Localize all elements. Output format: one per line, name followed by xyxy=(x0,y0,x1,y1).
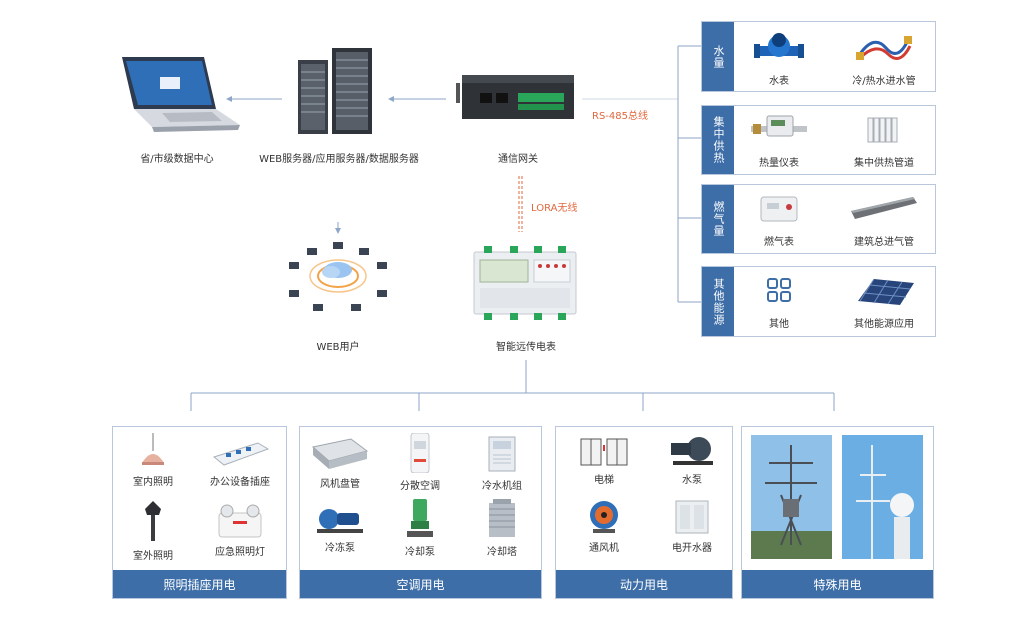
category-item: 应急照明灯 xyxy=(197,503,283,558)
smart-meter-label: 智能远传电表 xyxy=(496,342,556,353)
category-panel-power: 电梯 水泵 通风机 电开水器 动力用电 xyxy=(555,426,733,599)
category-item: 水泵 xyxy=(652,433,732,486)
servers-label: WEB服务器/应用服务器/数据服务器 xyxy=(259,154,419,165)
water-meter-icon xyxy=(754,33,804,58)
web-users-label: WEB用户 xyxy=(316,342,360,353)
resource-panel-heating: 集中供热 热量仪表 集中供热管道 xyxy=(701,105,936,175)
street-lamp-icon xyxy=(145,501,161,541)
category-item: 风机盘管 xyxy=(300,437,380,490)
category-title-power: 动力用电 xyxy=(556,570,732,598)
category-item: 室内照明 xyxy=(113,433,193,488)
laptop-icon xyxy=(112,55,242,135)
gas-meter-icon xyxy=(760,196,798,222)
split-ac-icon xyxy=(410,433,430,473)
category-item: 电梯 xyxy=(564,435,644,486)
category-title-special: 特殊用电 xyxy=(742,570,933,598)
resource-item: 集中供热管道 xyxy=(844,114,924,169)
smart-meter-icon xyxy=(470,246,580,320)
gateway-icon xyxy=(456,71,580,123)
resource-item: 建筑总进气管 xyxy=(844,193,924,248)
category-item: 分散空调 xyxy=(380,433,460,492)
resource-item: 热量仪表 xyxy=(747,114,811,169)
category-item: 室外照明 xyxy=(113,499,193,562)
rs485-link-label: RS-485总线 xyxy=(592,111,648,122)
radiator-icon xyxy=(867,117,898,143)
category-item: 通风机 xyxy=(564,497,644,554)
antenna-mast-photo xyxy=(842,435,923,559)
resource-item: 其他能源应用 xyxy=(844,275,924,330)
category-item: 冷冻泵 xyxy=(300,503,380,554)
category-panel-special: 特殊用电 xyxy=(741,426,934,599)
resource-label-water: 水量 xyxy=(702,22,734,91)
freezing-pump-icon xyxy=(317,509,363,533)
category-panel-hvac: 风机盘管 分散空调 冷水机组 冷冻泵 冷却泵 xyxy=(299,426,542,599)
emergency-light-icon xyxy=(218,504,262,538)
cooling-tower-icon xyxy=(489,499,515,537)
category-item: 办公设备插座 xyxy=(197,439,283,488)
cooling-pump-icon xyxy=(407,499,433,537)
resource-label-other: 其他能源 xyxy=(702,267,734,336)
gas-pipe-icon xyxy=(851,197,917,219)
ventilator-icon xyxy=(590,501,618,533)
web-users-network-icon xyxy=(283,240,393,320)
resource-item: 冷/热水进水管 xyxy=(844,28,924,87)
other-grid-icon xyxy=(767,278,791,302)
category-title-lighting: 照明插座用电 xyxy=(113,570,286,598)
fan-coil-icon xyxy=(311,438,369,469)
ceiling-lamp-icon xyxy=(142,433,164,465)
solar-panel-icon xyxy=(858,278,914,305)
category-item: 冷却泵 xyxy=(380,499,460,558)
category-title-hvac: 空调用电 xyxy=(300,570,541,598)
resource-item: 燃气表 xyxy=(747,193,811,248)
category-item: 冷却塔 xyxy=(462,499,542,558)
water-boiler-icon xyxy=(675,500,709,534)
data-center-label: 省/市级数据中心 xyxy=(140,154,214,165)
resource-label-heating: 集中供热 xyxy=(702,106,734,174)
resource-item: 其他 xyxy=(747,277,811,330)
water-pump-icon xyxy=(671,437,713,465)
lora-link-label: LORA无线 xyxy=(531,203,578,214)
server-rack-icon xyxy=(296,46,376,138)
resource-panel-water: 水量 水表 冷/热水进水管 xyxy=(701,21,936,92)
chiller-unit-icon xyxy=(488,436,516,472)
category-panel-lighting: 室内照明 办公设备插座 室外照明 应急照明灯 照明插座用电 xyxy=(112,426,287,599)
resource-item: 水表 xyxy=(747,28,811,87)
power-tower-photo xyxy=(751,435,832,559)
category-item: 电开水器 xyxy=(652,499,732,554)
gateway-label: 通信网关 xyxy=(498,154,538,165)
elevator-icon xyxy=(580,438,628,466)
power-strip-icon xyxy=(212,442,270,466)
water-pipe-icon xyxy=(856,36,912,60)
resource-label-gas: 燃气量 xyxy=(702,185,734,253)
heat-meter-icon xyxy=(751,115,807,137)
resource-panel-gas: 燃气量 燃气表 建筑总进气管 xyxy=(701,184,936,254)
resource-panel-other: 其他能源 其他 其他能源应用 xyxy=(701,266,936,337)
category-item: 冷水机组 xyxy=(462,435,542,492)
